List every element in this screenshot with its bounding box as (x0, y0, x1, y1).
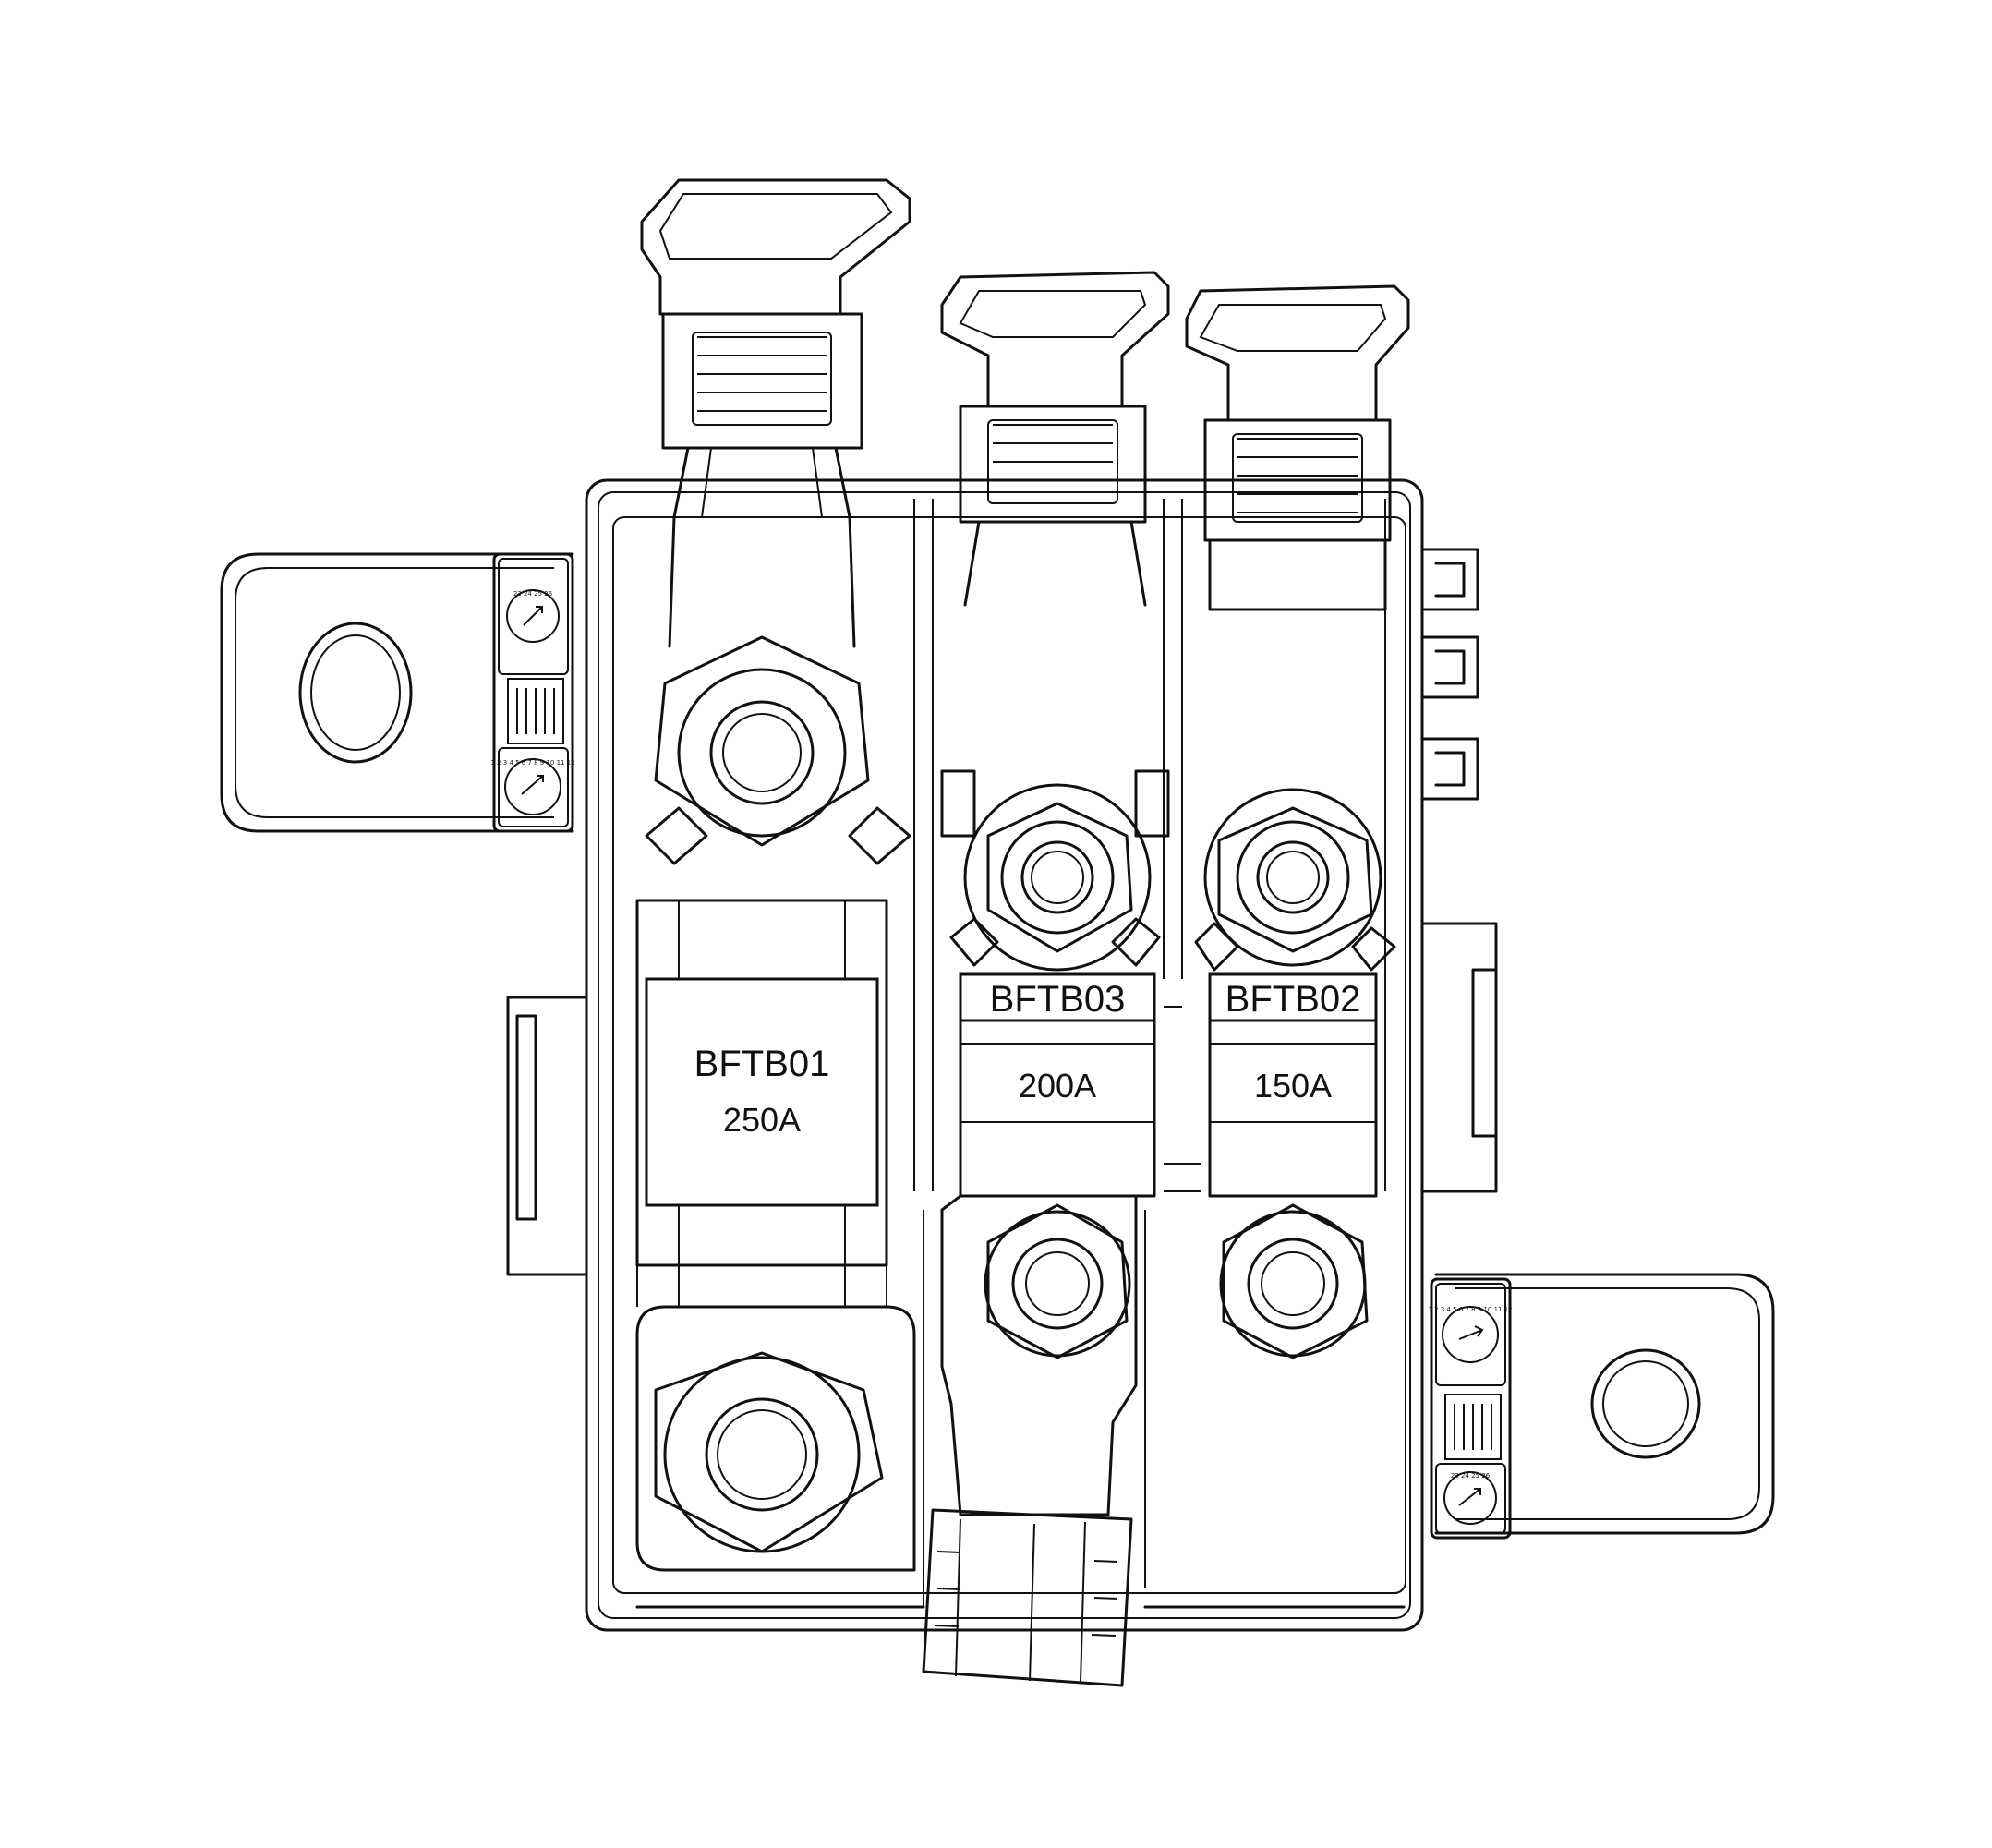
connector-clip-icon (1444, 1394, 1502, 1460)
busbar-channel (913, 499, 1386, 1192)
cable-lug-bftb02 (1185, 284, 1410, 611)
date-dial-icon: 1 2 3 4 5 6 7 8 9 10 11 12 (1428, 1283, 1513, 1386)
bolt-nut-icon (940, 769, 1170, 972)
left-side-clip (506, 996, 588, 1276)
date-dial-icon: 23 24 25 26 (1435, 1463, 1506, 1534)
fuse-rating-bftb02: 150A (1254, 1067, 1332, 1105)
svg-text:23 24 25 26: 23 24 25 26 (513, 590, 553, 598)
svg-text:1 2 3 4 5 6 7 8 9 10 11 12: 1 2 3 4 5 6 7 8 9 10 11 12 (1428, 1306, 1512, 1313)
fuse-rating-bftb03: 200A (1019, 1067, 1096, 1105)
fuse-name-bftb02: BFTB02 (1225, 979, 1361, 1020)
fuse-label-bftb02 (1208, 972, 1378, 1022)
connector-icon (922, 1508, 1133, 1687)
svg-text:1 2 3 4 5 6 7 8 9 10 11 12: 1 2 3 4 5 6 7 8 9 10 11 12 (490, 759, 574, 767)
right-mounting-bracket: 1 2 3 4 5 6 7 8 9 10 11 12 23 24 25 26 (1428, 1273, 1775, 1540)
bolt-nut-icon (1194, 788, 1396, 972)
output-terminal-bftb03 (940, 1194, 1138, 1516)
fuse-label-bftb01 (645, 977, 879, 1207)
svg-text:23 24 25 26: 23 24 25 26 (1451, 1472, 1491, 1480)
fuse-name-bftb01: BFTB01 (694, 1044, 830, 1084)
connector-clip-icon (507, 678, 564, 744)
fuse-label-bftb03 (959, 972, 1156, 1022)
left-mounting-bracket: 23 24 25 26 1 2 3 4 5 6 7 8 9 10 11 12 (220, 552, 575, 833)
fuse-rating-bftb01: 250A (723, 1101, 801, 1139)
right-side-clips (1420, 548, 1498, 1193)
fuse-name-bftb03: BFTB03 (990, 979, 1126, 1020)
left-mounting-hole-icon (298, 622, 413, 764)
date-dial-icon: 1 2 3 4 5 6 7 8 9 10 11 12 (490, 747, 575, 827)
cable-lug-bftb03 (940, 271, 1170, 607)
cable-lug-bftb01 (640, 178, 911, 648)
date-dial-icon: 23 24 25 26 (498, 558, 569, 675)
output-terminal-bftb02 (1219, 1203, 1369, 1359)
bolt-nut-icon (635, 1305, 916, 1572)
right-mounting-hole-icon (1590, 1348, 1701, 1459)
bolt-nut-icon (645, 635, 911, 865)
